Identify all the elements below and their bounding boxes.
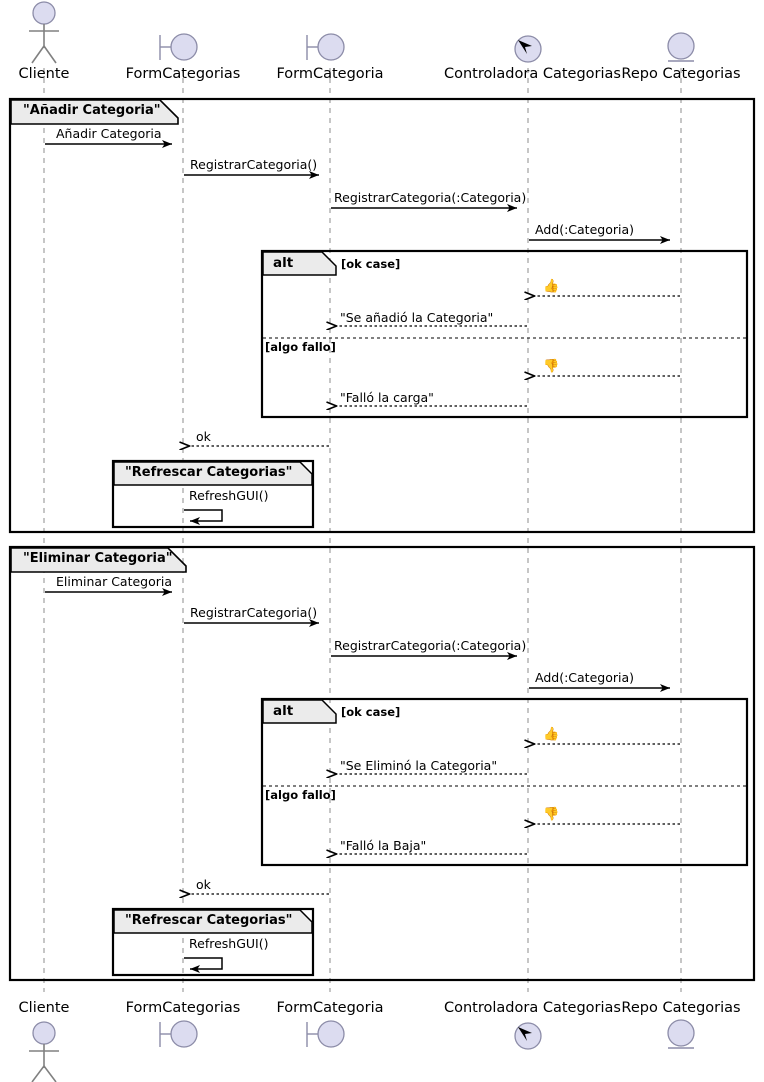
participant-label-repo: Repo Categorias <box>621 66 741 82</box>
alt-guard-fallo-1: [algo fallo] <box>265 340 336 354</box>
message-label-refreshgui-1: RefreshGUI() <box>189 488 269 503</box>
message-label-fallo-baja: "Falló la Baja" <box>340 838 427 853</box>
message-label-refreshgui-2: RefreshGUI() <box>189 936 269 951</box>
participant-label-formcategoria: FormCategoria <box>276 66 384 82</box>
footer-participant-label-controladora: Controladora Categorias <box>444 1000 621 1016</box>
participant-icon-control-controladora <box>514 35 542 63</box>
frame2-messages <box>45 588 670 692</box>
message-label-registrarcategoria-param-2: RegistrarCategoria(:Categoria) <box>334 638 527 653</box>
footer-participant-icon-entity-repo <box>667 1019 695 1049</box>
message-label-se-elimino: "Se Eliminó la Categoria" <box>340 758 498 773</box>
message-label-registrarcategoria: RegistrarCategoria() <box>190 157 318 172</box>
alt-keyword-2: alt <box>273 703 294 719</box>
alt-guard-ok-2: [ok case] <box>341 705 401 719</box>
inner-frame-title-1: "Refrescar Categorias" <box>125 465 293 480</box>
participant-icon-boundary-formcategoria <box>306 33 345 61</box>
footer-participant-label-cliente: Cliente <box>18 1000 70 1016</box>
message-label-registrarcategoria-param: RegistrarCategoria(:Categoria) <box>334 190 527 205</box>
self-message-refreshgui-2 <box>184 957 223 973</box>
thumbs-up-icon-1: 👍 <box>543 279 560 294</box>
frame-eliminar-categoria <box>8 545 756 982</box>
thumbs-down-icon-1: 👎 <box>543 359 560 374</box>
footer-participant-label-formcategorias: FormCategorias <box>125 1000 241 1016</box>
footer-participant-icon-boundary-formcategorias <box>159 1020 198 1048</box>
inner-frame-refrescar-2 <box>111 907 315 977</box>
frame-anadir-categoria <box>8 97 756 534</box>
alt-guard-fallo-2: [algo fallo] <box>265 788 336 802</box>
lifelines-group <box>43 68 682 992</box>
inner-frame-title-2: "Refrescar Categorias" <box>125 913 293 928</box>
inner-frame-refrescar-1 <box>111 459 315 529</box>
participant-label-cliente: Cliente <box>18 66 70 82</box>
frame1-messages <box>45 140 670 244</box>
footer-participant-label-repo: Repo Categorias <box>621 1000 741 1016</box>
message-label-anadir-categoria: Añadir Categoria <box>56 126 162 141</box>
message-label-ok-2: ok <box>196 877 211 892</box>
participant-icon-entity-repo <box>667 32 695 62</box>
footer-participant-icon-control-controladora <box>514 1022 542 1050</box>
participant-icon-actor-cliente <box>29 1 59 64</box>
thumbs-down-icon-2: 👎 <box>543 807 560 822</box>
self-message-refreshgui-1 <box>184 509 223 525</box>
message-label-se-anadio: "Se añadió la Categoria" <box>340 310 494 325</box>
participant-label-controladora: Controladora Categorias <box>444 66 621 82</box>
thumbs-up-icon-2: 👍 <box>543 727 560 742</box>
frame-title-eliminar: "Eliminar Categoria" <box>23 551 173 566</box>
message-label-add-categoria-2: Add(:Categoria) <box>535 670 634 685</box>
frame-title-anadir: "Añadir Categoria" <box>23 103 161 118</box>
footer-participant-label-formcategoria: FormCategoria <box>276 1000 384 1016</box>
message-label-ok-1: ok <box>196 429 211 444</box>
message-label-eliminar-categoria: Eliminar Categoria <box>56 574 173 589</box>
participant-label-formcategorias: FormCategorias <box>125 66 241 82</box>
message-label-add-categoria: Add(:Categoria) <box>535 222 634 237</box>
participant-icon-boundary-formcategorias <box>159 33 198 61</box>
frame2-alt-messages <box>336 744 680 854</box>
message-label-registrarcategoria-2: RegistrarCategoria() <box>190 605 318 620</box>
alt-block-2 <box>260 697 749 867</box>
frame1-alt-messages <box>336 296 680 406</box>
alt-keyword-1: alt <box>273 255 294 271</box>
alt-block-1 <box>260 249 749 419</box>
footer-participant-icon-actor-cliente <box>29 1021 59 1082</box>
footer-participant-icon-boundary-formcategoria <box>306 1020 345 1048</box>
alt-guard-ok-1: [ok case] <box>341 257 401 271</box>
message-label-fallo-carga: "Falló la carga" <box>340 390 434 405</box>
